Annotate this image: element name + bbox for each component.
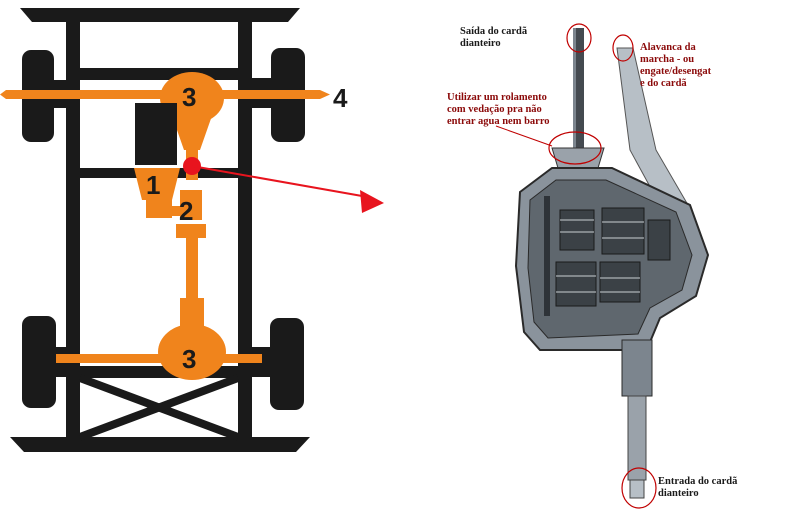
front-axle-left-tip — [0, 90, 6, 99]
frame-front-crossmember — [66, 68, 252, 80]
annotation-seal-line-1: Utilizar um rolamento — [447, 92, 547, 103]
wheel-rear-left — [22, 316, 56, 408]
chassis-frame — [10, 8, 310, 452]
gearbox-bell — [134, 168, 180, 200]
annotation-lever-line-1: Alavanca da — [640, 42, 696, 53]
highlight-arrow-line — [191, 165, 363, 197]
front-input-shaft — [627, 395, 647, 481]
gear-details — [556, 219, 644, 293]
front-differential-nose — [170, 110, 214, 150]
engine-block — [135, 103, 177, 165]
chassis-diagram: 3 1 2 3 4 — [0, 8, 384, 452]
front-input-shaft-end — [629, 479, 645, 499]
annotation-front-input-line-1: Entrada do cardã — [658, 476, 738, 487]
circle-front-input — [621, 467, 657, 509]
label-rear-differential: 3 — [182, 344, 196, 374]
circle-front-output — [566, 23, 592, 53]
circle-seal — [548, 131, 602, 165]
gearbox-left-wall — [544, 196, 550, 316]
annotation-lever: Alavanca da marcha - ou engate/desengat … — [640, 42, 714, 89]
leader-seal — [495, 125, 553, 147]
frame-rear-crossmember — [66, 366, 252, 378]
frame-right-rail — [238, 22, 252, 442]
annotation-seal: Utilizar um rolamento com vedação pra nã… — [447, 92, 550, 127]
annotation-seal-line-2: com vedação pra não — [447, 104, 542, 115]
label-transfer-case: 2 — [179, 196, 193, 226]
front-output-shaft — [573, 28, 584, 178]
annotation-lever-line-3: engate/desengat — [640, 66, 712, 77]
gearbox-body — [146, 200, 172, 218]
rear-driveshaft — [186, 238, 198, 298]
highlight-arrow-head — [360, 190, 384, 213]
annotation-front-input-line-2: dianteiro — [658, 488, 699, 499]
annotation-seal-line-3: entrar agua nem barro — [447, 116, 550, 127]
frame-cross-bracing — [78, 374, 240, 441]
circle-lever — [612, 34, 634, 62]
front-axle-right-tip — [320, 90, 330, 99]
leader-lines — [495, 125, 553, 147]
frame-bottom-bar — [10, 437, 310, 452]
transfer-case — [180, 190, 202, 220]
wheel-rear-right — [270, 318, 304, 410]
gear-upper-left — [559, 209, 595, 251]
gear-side — [647, 219, 671, 261]
internal-gears — [555, 207, 671, 307]
front-output-shaft-highlight — [573, 28, 576, 178]
label-axle: 4 — [333, 83, 348, 113]
rear-axle — [56, 354, 262, 363]
annotation-lever-line-4: e do cardã — [640, 78, 687, 89]
gearbox-cutaway: Saída do cardã dianteiro Alavanca da mar… — [447, 23, 740, 509]
gear-lower-left — [555, 261, 597, 307]
gear-upper-right — [601, 207, 645, 255]
lower-output-housing — [621, 339, 653, 397]
annotation-front-input: Entrada do cardã dianteiro — [658, 476, 740, 499]
label-engine: 1 — [146, 170, 160, 200]
rear-driveshaft-yoke — [180, 298, 204, 326]
frame-left-rail — [66, 22, 80, 442]
annotation-front-output-line-2: dianteiro — [460, 38, 501, 49]
frame-top-bar — [20, 8, 300, 22]
annotation-front-output: Saída do cardã dianteiro — [460, 26, 530, 49]
highlight-circles — [548, 23, 657, 509]
label-front-differential: 3 — [182, 82, 196, 112]
drivetrain — [0, 72, 330, 380]
rear-differential — [158, 324, 226, 380]
gear-lower-right — [599, 261, 641, 303]
annotation-front-output-line-1: Saída do cardã — [460, 26, 528, 37]
transfer-case-flange — [176, 224, 206, 238]
annotation-lever-line-2: marcha - ou — [640, 54, 694, 65]
